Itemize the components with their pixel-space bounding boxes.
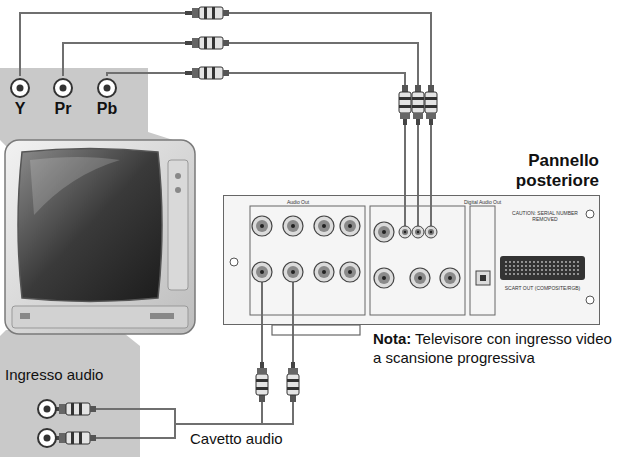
cable-wire xyxy=(63,43,418,195)
cable-wire xyxy=(20,13,431,195)
panel-print: Digital Audio Out xyxy=(455,199,510,205)
rca-plug xyxy=(52,7,437,444)
audio-input-panel: Ingresso audio xyxy=(0,340,140,457)
panel-jack xyxy=(252,195,490,325)
rear-panel-drawing xyxy=(223,195,600,335)
panel-print: CAUTION: SERIAL NUMBER REMOVED xyxy=(505,210,585,222)
jack-label: Pb xyxy=(89,100,125,118)
edge-label: Cavetto audio xyxy=(190,430,283,448)
audio-heading: Ingresso audio xyxy=(0,340,140,384)
jack-label: Pr xyxy=(45,100,81,118)
tv-set xyxy=(5,140,195,334)
cable-wire xyxy=(140,325,262,424)
jack-node: Pb xyxy=(89,76,125,118)
jack-pin xyxy=(17,85,24,92)
cable-wire xyxy=(107,73,405,195)
panel-heading: Pannello posteriore xyxy=(499,151,599,191)
note-prefix: Nota: xyxy=(373,330,411,347)
jack-symbol xyxy=(2,76,38,100)
audio-jack xyxy=(38,400,56,447)
jack-symbol xyxy=(45,76,81,100)
jack-pin xyxy=(104,85,111,92)
audio-wire xyxy=(96,325,293,438)
panel-print: SCART OUT (COMPOSITE/RGB) xyxy=(495,285,590,291)
note-block: Nota:Televisore con ingresso video a sca… xyxy=(373,329,623,367)
jack-ring xyxy=(98,79,116,97)
jack-pin xyxy=(60,85,67,92)
jack-symbol xyxy=(89,76,125,100)
jack-label: Y xyxy=(2,100,38,118)
jack-node: Y xyxy=(2,76,38,118)
jack-node: Pr xyxy=(45,76,81,118)
jack-ring xyxy=(54,79,72,97)
jack-ring xyxy=(11,79,29,97)
jack-panel xyxy=(0,68,192,146)
panel-print: Audio Out xyxy=(268,199,328,205)
